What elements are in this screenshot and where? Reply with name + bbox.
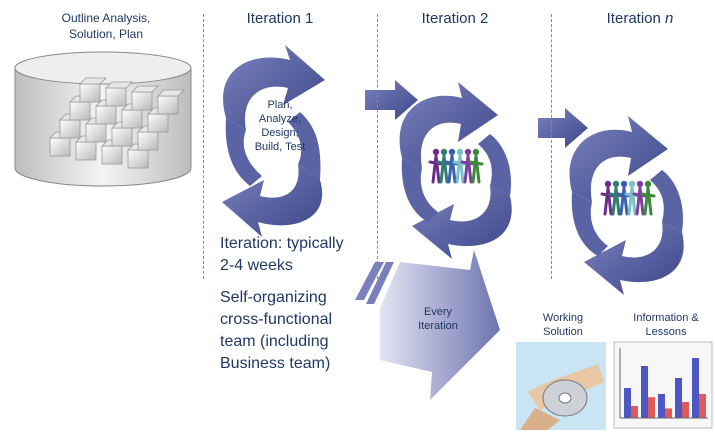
working-solution-label: Working Solution (526, 311, 600, 339)
team-note: Self-organizing cross-functional team (i… (220, 287, 380, 375)
repository-label-line-2: Solution, Plan (68, 27, 144, 41)
team-figures-icon (428, 148, 484, 184)
cycle-step-design: Design, (261, 127, 299, 139)
iteration-1-number: 1 (305, 10, 314, 27)
repository-label-line-1: Outline Analysis, (61, 11, 151, 25)
iteration-n-prefix: Iteration (606, 10, 661, 27)
divider-3 (551, 14, 552, 279)
iteration-2-prefix: Iteration (421, 10, 476, 27)
team-note-line-1: Self-organizing (220, 289, 327, 306)
every-iteration-line-2: Iteration (418, 320, 458, 332)
duration-note-line-1: Iteration: typically (220, 235, 344, 252)
cycle-step-build-test: Build, Test (254, 141, 306, 153)
iteration-2-header: Iteration 2 (405, 10, 505, 27)
duration-note: Iteration: typically 2-4 weeks (220, 233, 380, 277)
divider-1 (203, 14, 204, 279)
team-figures-icon (600, 180, 656, 216)
cycle-steps: Plan, Analyze, Design, Build, Test (240, 98, 320, 154)
information-lessons-line-1: Information & (633, 312, 699, 324)
iteration-n-number: n (665, 10, 674, 27)
iteration-1-prefix: Iteration (246, 10, 301, 27)
iteration-1-header: Iteration 1 (230, 10, 330, 27)
team-note-line-2: cross-functional (220, 311, 333, 328)
iteration-n-cycle-icon (569, 116, 684, 295)
every-iteration-arrow (355, 250, 500, 400)
duration-note-line-2: 2-4 weeks (220, 257, 293, 274)
working-solution-image-icon (516, 342, 606, 430)
every-iteration-line-1: Every (423, 306, 453, 318)
arrow-iteration-2-to-n (538, 108, 588, 148)
arrow-iteration-1-to-2 (365, 80, 418, 120)
information-lessons-line-2: Lessons (645, 326, 687, 338)
team-note-line-4: Business team) (220, 355, 331, 372)
team-note-line-3: team (including (220, 333, 329, 350)
divider-2 (377, 14, 378, 279)
information-lessons-label: Information & Lessons (617, 311, 715, 339)
working-solution-line-2: Solution (543, 326, 583, 338)
working-solution-line-1: Working (542, 312, 584, 324)
repository-label: Outline Analysis, Solution, Plan (36, 10, 176, 42)
iteration-1-cycle-icon (222, 45, 325, 237)
iteration-n-header: Iteration n (590, 10, 690, 27)
every-iteration-label: Every Iteration (408, 305, 468, 333)
iteration-2-number: 2 (480, 10, 489, 27)
information-chart-image-icon (613, 341, 713, 429)
cycle-step-analyze: Analyze, (258, 113, 302, 125)
iteration-2-cycle-icon (399, 82, 512, 259)
cycle-step-plan: Plan, (267, 99, 293, 111)
repository-cylinder-icon (14, 51, 192, 187)
